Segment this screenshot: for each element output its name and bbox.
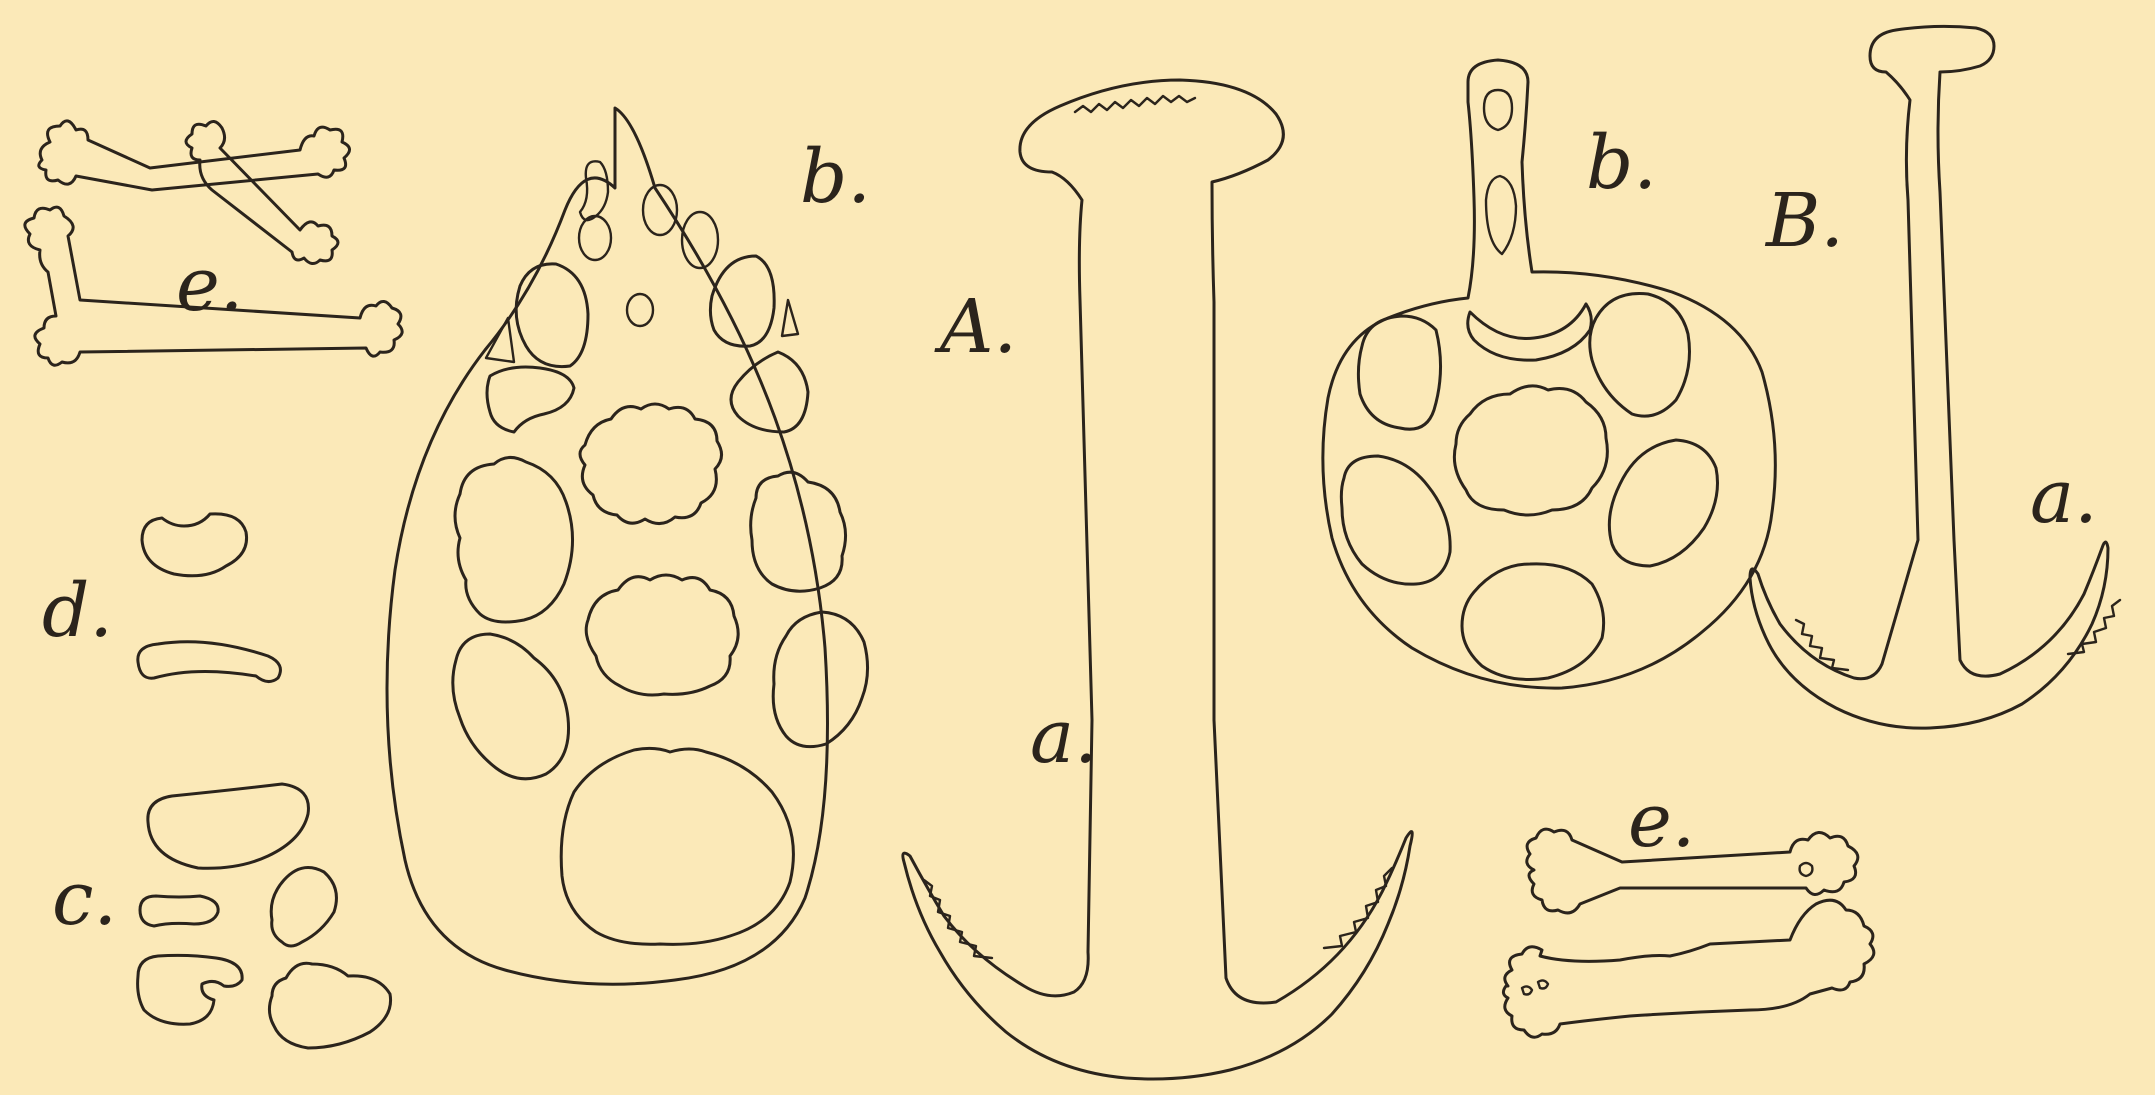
label-e-right: e. bbox=[1628, 778, 1695, 864]
label-d: d. bbox=[42, 568, 113, 654]
label-B: B. bbox=[1764, 178, 1844, 264]
label-a-left: a. bbox=[1030, 694, 1098, 780]
label-a-right: a. bbox=[2030, 454, 2098, 540]
label-c: c. bbox=[52, 856, 117, 942]
label-A: A. bbox=[934, 284, 1017, 370]
label-b-right: b. bbox=[1586, 120, 1657, 206]
label-b-left: b. bbox=[800, 134, 871, 220]
label-e-left: e. bbox=[176, 242, 243, 328]
